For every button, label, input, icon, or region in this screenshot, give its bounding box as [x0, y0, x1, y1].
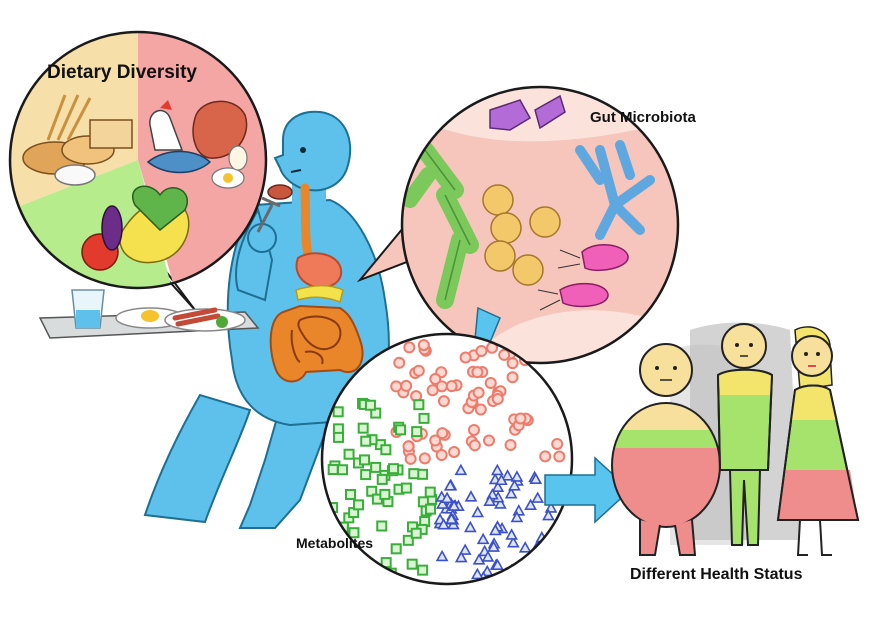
gut-microbiota-bubble — [356, 85, 680, 365]
dietary-diversity-label: Dietary Diversity — [47, 62, 197, 83]
health-status-people — [611, 322, 860, 556]
metabolites-bubble — [320, 332, 574, 586]
digestive-tract — [269, 183, 364, 383]
fork-icon — [256, 184, 293, 233]
face — [290, 147, 306, 173]
gut-microbiota-label: Gut Microbiota — [590, 109, 696, 126]
arrow-metabolites-to-health — [544, 456, 632, 524]
meal-tray — [38, 289, 260, 339]
different-health-status-label: Different Health Status — [630, 566, 803, 583]
metabolites-label: Metabolites — [296, 535, 374, 551]
